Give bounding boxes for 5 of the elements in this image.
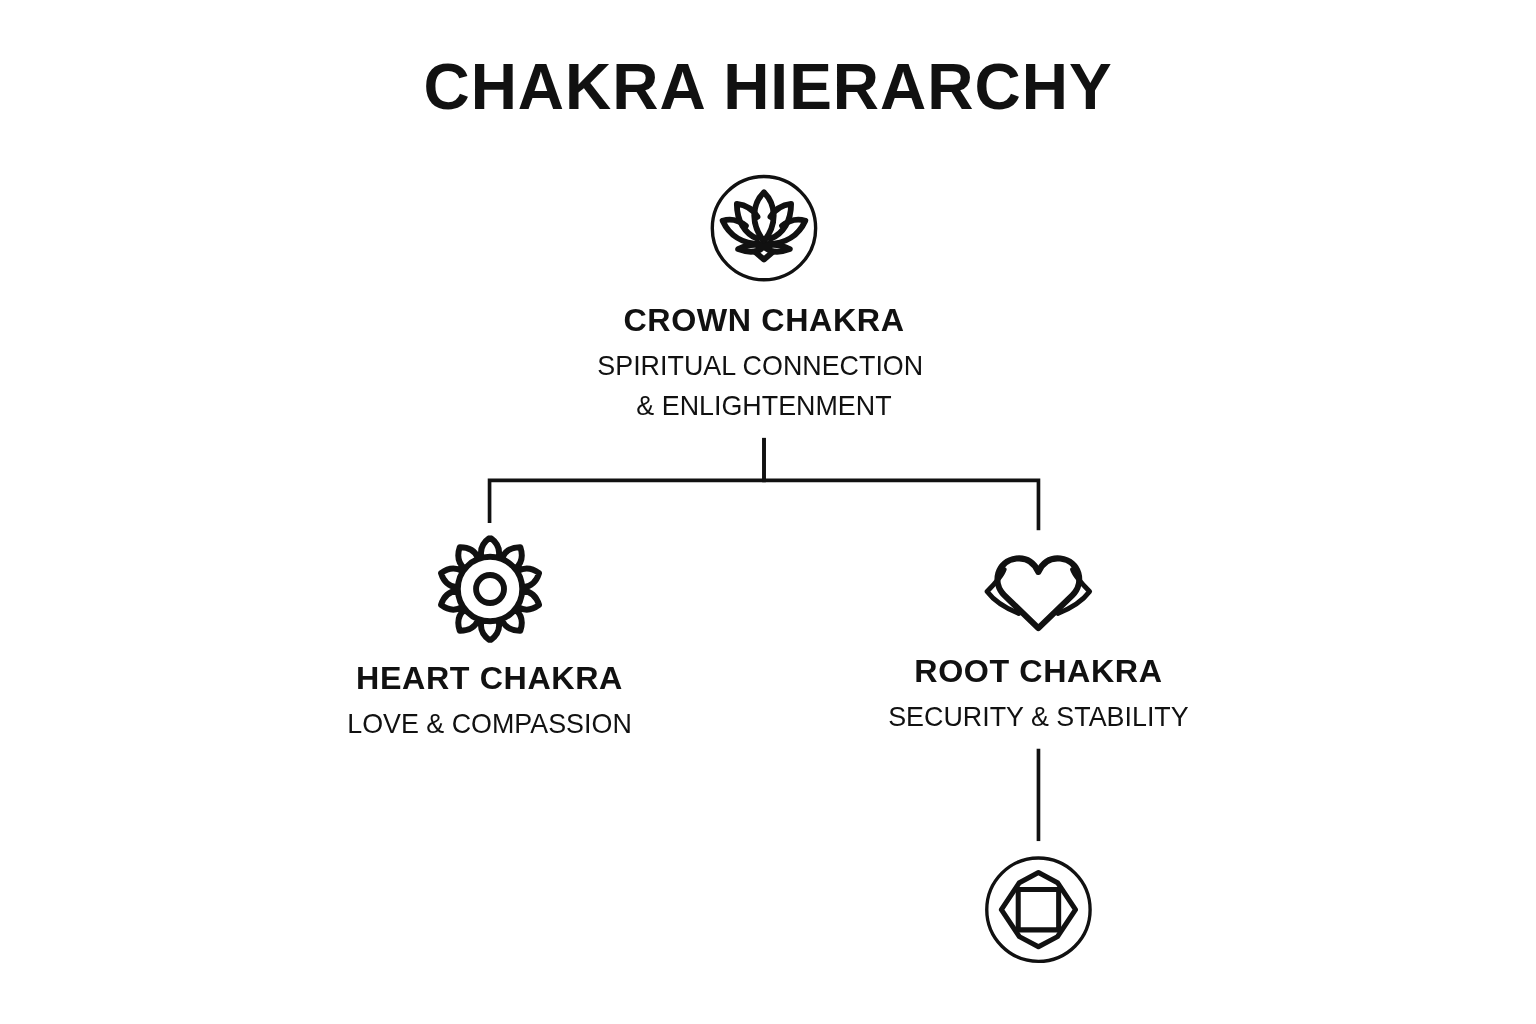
connector-line: [1036, 748, 1041, 842]
node-text: LOVE & COMPASSION: [347, 708, 632, 739]
connector-line: [762, 437, 1041, 531]
node-heading: HEART CHAKRA: [356, 659, 623, 697]
diagram-title: CHAKRA HIERARCHY: [423, 50, 1113, 123]
